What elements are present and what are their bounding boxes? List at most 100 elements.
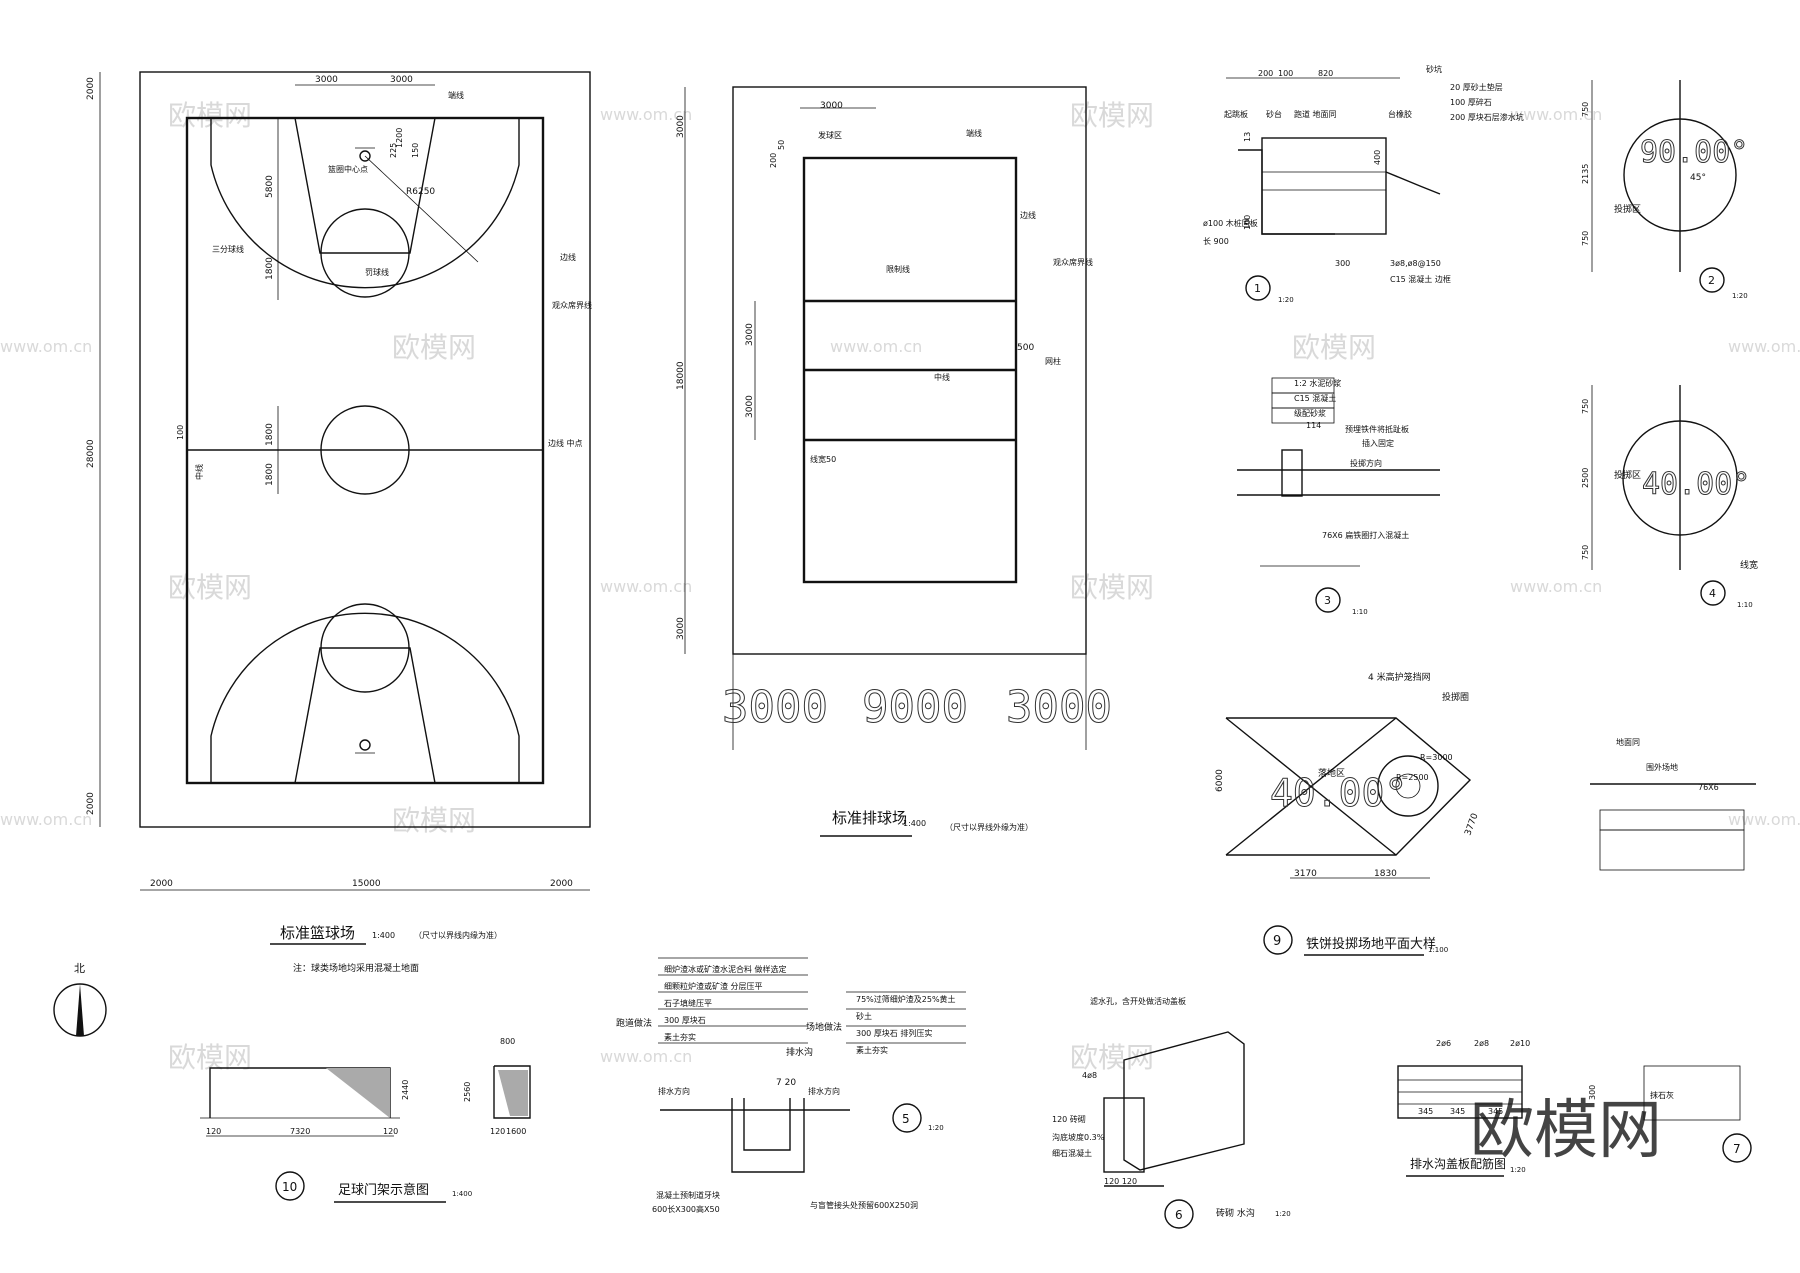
edge-label: 围外场地 bbox=[1646, 762, 1678, 772]
volleyball-scale: 1:400 bbox=[903, 819, 926, 828]
watermark-brand: 欧模网 bbox=[168, 571, 252, 604]
watermark-domain: www.om.cn bbox=[1728, 337, 1800, 356]
vb-dim-top: 3000 bbox=[820, 101, 843, 111]
d4-dim: 750 bbox=[1581, 545, 1590, 560]
detail-6-number: 6 bbox=[1175, 1208, 1183, 1222]
d5-layer: 石子填缝压平 bbox=[664, 998, 712, 1008]
label-spectator: 观众席界线 bbox=[552, 300, 592, 310]
detail-10-goal: 120 7320 120 2440 800 2560 120 1600 10 足… bbox=[200, 1037, 531, 1203]
d3-layer: 级配砂浆 bbox=[1294, 408, 1326, 418]
detail-1-sand-pit: 200 100 820 400 13 100 300 起跳板 砂台 跑道 地面同… bbox=[1203, 64, 1524, 304]
detail-10-number: 10 bbox=[282, 1180, 297, 1194]
basketball-footnote: 注：球类场地均采用混凝土地面 bbox=[293, 962, 419, 974]
d5-c3: 与盲管接头处预留600X250洞 bbox=[810, 1200, 918, 1210]
dim-bot-right: 2000 bbox=[550, 879, 573, 889]
label-three-point: 三分球线 bbox=[212, 244, 244, 254]
sector-line bbox=[1225, 717, 1397, 856]
dim-bot-mid: 15000 bbox=[352, 879, 381, 889]
basketball-key-top bbox=[294, 117, 436, 254]
watermark-domain: www.om.cn bbox=[1728, 810, 1800, 829]
d1-label: 砂台 bbox=[1266, 109, 1282, 119]
dim-left-mid: 28000 bbox=[86, 439, 96, 468]
dim-150: 150 bbox=[411, 143, 420, 158]
detail-3-toe-board: 1:2 水泥砂浆 C15 混凝土 级配砂浆 114 预埋铁件将抵趾板 插入固定 … bbox=[1237, 377, 1440, 616]
vb-label-serve: 发球区 bbox=[818, 130, 842, 140]
basketball-three-point-bottom bbox=[210, 612, 520, 783]
d1-dim: 100 bbox=[1278, 69, 1293, 78]
d5-layer-r: 素土夯实 bbox=[856, 1045, 888, 1055]
vb-big-dim-left: 3000 bbox=[722, 682, 828, 733]
d4-label: 投掷区 bbox=[1614, 469, 1641, 481]
d1-dim: 400 bbox=[1373, 150, 1382, 165]
d7-dim-f: 300 bbox=[1588, 1085, 1597, 1100]
layer-box bbox=[1271, 407, 1335, 424]
vb-dim-50: 50 bbox=[777, 140, 786, 150]
watermark-domain: www.om.cn bbox=[830, 337, 922, 356]
goal-scale: 1:400 bbox=[452, 1190, 472, 1198]
label-ft-line: 罚球线 bbox=[365, 267, 389, 277]
detail-9-scale: 1:100 bbox=[1428, 946, 1448, 954]
goal-dim-a: 120 bbox=[206, 1127, 221, 1136]
volleyball-note: （尺寸以界线外缘为准） bbox=[945, 822, 1033, 832]
drain-end-section bbox=[1103, 1097, 1145, 1173]
vb-label-width: 线宽50 bbox=[810, 454, 836, 464]
goal-dim-g: 120 bbox=[490, 1127, 505, 1136]
d5-layer: 300 厚块石 bbox=[664, 1015, 706, 1025]
dim-left-top: 2000 bbox=[86, 77, 96, 100]
vb-label-center: 中线 bbox=[934, 372, 950, 382]
vb-label-endline: 端线 bbox=[966, 128, 982, 138]
d3-layer: C15 混凝土 bbox=[1294, 393, 1336, 403]
watermark-brand: 欧模网 bbox=[168, 99, 252, 132]
d5-dir2: 排水方向 bbox=[808, 1086, 840, 1096]
d1-label: 3ø8,ø8@150 bbox=[1390, 259, 1441, 268]
basketball-key-bottom bbox=[294, 647, 436, 784]
vb-dim-h3000-top: 3000 bbox=[676, 115, 686, 138]
detail-3-scale: 1:10 bbox=[1352, 608, 1368, 616]
basketball-hoop-bottom bbox=[359, 739, 371, 751]
detail-2-scale: 1:20 bbox=[1732, 292, 1748, 300]
dim-1200: 1200 bbox=[395, 128, 404, 148]
d6-d: 细石混凝土 bbox=[1052, 1148, 1092, 1158]
detail-number-circle bbox=[1245, 275, 1271, 301]
d1-label: 砂坑 bbox=[1426, 64, 1442, 74]
d2-dim: 750 bbox=[1581, 102, 1590, 117]
detail-5-scale: 1:20 bbox=[928, 1124, 944, 1132]
detail-7-number: 7 bbox=[1733, 1142, 1741, 1156]
concrete-layer bbox=[1599, 809, 1745, 831]
basketball-radius-line bbox=[364, 155, 479, 263]
vb-label-attack: 限制线 bbox=[886, 264, 910, 274]
d9-r1: R=3000 bbox=[1420, 753, 1453, 762]
d9-circle-label: 投掷圈 bbox=[1442, 691, 1469, 703]
vb-big-dim-right: 3000 bbox=[1006, 682, 1112, 733]
vb-big-dim-mid: 9000 bbox=[862, 682, 968, 733]
vb-dim-3000a: 3000 bbox=[745, 323, 755, 346]
sandpit-section bbox=[1261, 137, 1387, 235]
d4-angle: 40.00° bbox=[1642, 467, 1750, 502]
dim-1800: 1800 bbox=[265, 257, 275, 280]
d5-c1: 混凝土预制道牙块 bbox=[656, 1190, 720, 1200]
d7-dim-g: 345 bbox=[1488, 1107, 1503, 1116]
d7-dim-d: 345 bbox=[1418, 1107, 1433, 1116]
vb-label-post: 网柱 bbox=[1045, 356, 1061, 366]
basketball-center-circle bbox=[320, 405, 410, 495]
watermark-domain: www.om.cn bbox=[0, 337, 92, 356]
d5-layer-r: 75%过筛细炉渣及25%黄土 bbox=[856, 994, 956, 1004]
goal-dim-w: 7320 bbox=[290, 1127, 310, 1136]
d9-dim-1830: 1830 bbox=[1374, 869, 1397, 879]
toe-board bbox=[1281, 449, 1303, 497]
goal-dim-e: 2560 bbox=[463, 1082, 472, 1102]
basketball-title: 标准篮球场 bbox=[280, 924, 355, 942]
edge-label: 76X6 bbox=[1698, 783, 1719, 792]
detail-4-number: 4 bbox=[1709, 587, 1716, 600]
discus-cage-outline bbox=[1226, 717, 1472, 856]
d5-run: 跑道做法 bbox=[616, 1017, 652, 1029]
basketball-outer-boundary bbox=[139, 71, 591, 828]
watermark-logo: 欧模网 bbox=[1470, 1094, 1662, 1168]
goal-side-net bbox=[498, 1070, 528, 1116]
goal-dim-f: 1600 bbox=[506, 1127, 526, 1136]
detail-2-number: 2 bbox=[1708, 274, 1715, 287]
d6-b: 120 砖砌 bbox=[1052, 1114, 1086, 1124]
d7-dim-c: 2ø10 bbox=[1510, 1039, 1530, 1048]
goal-dim-d: 800 bbox=[500, 1037, 515, 1046]
